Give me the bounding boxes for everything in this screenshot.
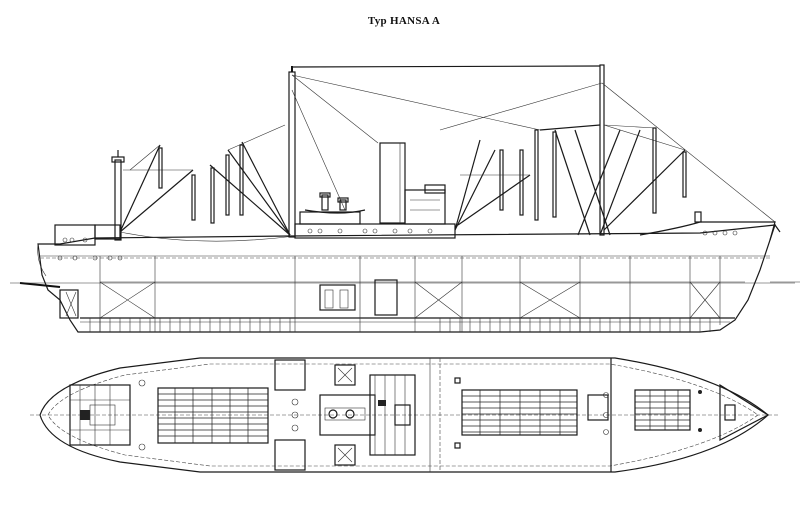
plan-view: [30, 357, 780, 473]
profile-view: [10, 64, 800, 333]
drawing-title: Typ HANSA A: [367, 15, 441, 27]
